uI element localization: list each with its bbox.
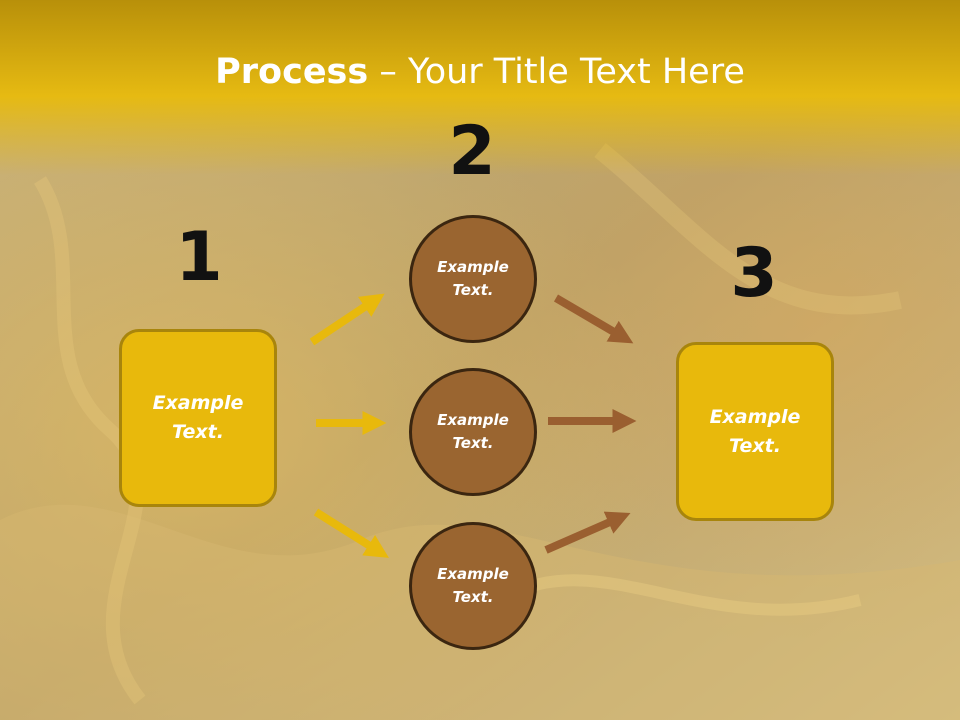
slide-title: Process – Your Title Text Here	[0, 52, 960, 92]
arrow-2-bottom-to-3	[544, 511, 631, 554]
step-1-box-text: Example Text.	[152, 392, 244, 443]
step-number-2: 2	[448, 112, 496, 191]
step-2-circle-bottom-text: Example Text.	[437, 565, 509, 606]
step-number-1: 1	[175, 218, 223, 297]
arrow-2-top-to-3	[553, 294, 634, 344]
title-rest: – Your Title Text Here	[368, 52, 745, 92]
step-2-circle-middle-text: Example Text.	[437, 411, 509, 452]
step-1-box: Example Text.	[119, 329, 277, 507]
step-2-circle-top-text: Example Text.	[437, 258, 509, 299]
step-3-box-text: Example Text.	[709, 405, 801, 457]
step-2-circle-middle: Example Text.	[409, 368, 537, 496]
arrow-1-to-2-top	[309, 293, 385, 346]
step-2-circle-bottom: Example Text.	[409, 522, 537, 650]
step-2-circle-top: Example Text.	[409, 215, 537, 343]
title-bold: Process	[215, 52, 369, 92]
step-number-3: 3	[730, 234, 778, 313]
arrow-1-to-2-bottom	[313, 508, 389, 558]
step-3-box: Example Text.	[676, 342, 834, 521]
